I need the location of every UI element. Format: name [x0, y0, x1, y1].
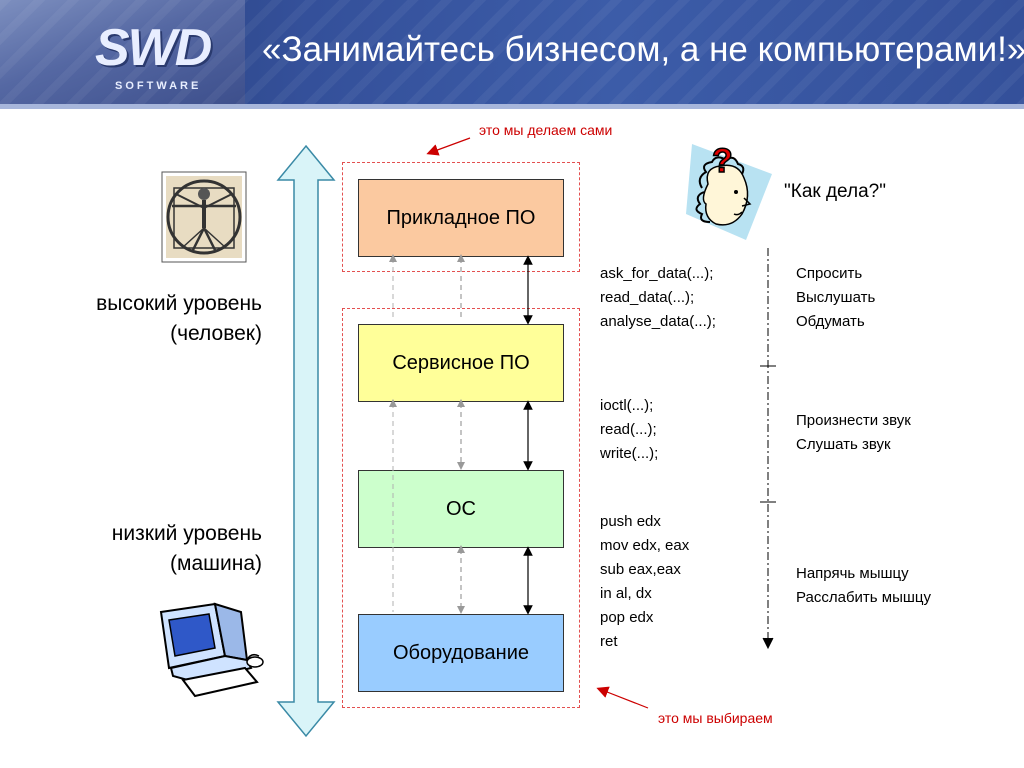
bottom-note: это мы выбираем	[658, 710, 773, 726]
header-texture	[0, 0, 1024, 104]
code-line: mov edx, eax	[600, 537, 690, 554]
layer-label: ОС	[446, 497, 476, 520]
human-block-muscle: Напрячь мышцу Расслабить мышцу	[796, 562, 931, 610]
high-level-subtitle: (человек)	[170, 322, 262, 345]
layer-hardware: Оборудование	[358, 614, 564, 692]
high-level-label: высокий уровень (человек)	[96, 289, 262, 349]
code-line: push edx	[600, 513, 661, 530]
human-block-thinking: Спросить Выслушать Обдумать	[796, 262, 875, 334]
header-bar: SWD SOFTWARE «Занимайтесь бизнесом, а не…	[0, 0, 1024, 104]
human-action: Расслабить мышцу	[796, 589, 931, 606]
logo-panel	[0, 0, 245, 104]
chosen-layers-frame	[342, 308, 580, 708]
code-line: read_data(...);	[600, 289, 695, 306]
timeline-axis	[760, 248, 776, 650]
layer-label: Прикладное ПО	[386, 206, 536, 229]
low-level-label: низкий уровень (машина)	[112, 519, 262, 579]
code-line: ret	[600, 633, 618, 650]
code-line: pop edx	[600, 609, 654, 626]
layer-label: Сервисное ПО	[392, 351, 530, 374]
abstraction-scale-arrow	[276, 144, 336, 738]
code-block-service: ioctl(...); read(...); write(...);	[600, 394, 658, 466]
layer-label: Оборудование	[392, 641, 530, 664]
svg-text:?: ?	[712, 142, 733, 180]
human-action: Слушать звук	[796, 436, 891, 453]
code-line: read(...);	[600, 421, 657, 438]
high-level-title: высокий уровень	[96, 292, 262, 315]
code-block-application: ask_for_data(...); read_data(...); analy…	[600, 262, 716, 334]
header-divider	[0, 104, 1024, 109]
code-line: ask_for_data(...);	[600, 265, 714, 282]
code-block-os: push edx mov edx, eax sub eax,eax in al,…	[600, 510, 689, 654]
bottom-note-arrow	[596, 686, 649, 709]
top-note-arrow	[426, 137, 471, 156]
company-logo: SWD	[95, 19, 212, 77]
code-line: sub eax,eax	[600, 561, 681, 578]
code-line: in al, dx	[600, 585, 652, 602]
question-text: "Как дела?"	[784, 181, 886, 202]
vitruvian-man-icon	[161, 171, 247, 263]
human-action: Произнести звук	[796, 412, 911, 429]
question-head-icon: ?	[686, 141, 772, 240]
layer-application-software: Прикладное ПО	[358, 179, 564, 257]
low-level-title: низкий уровень	[111, 522, 262, 545]
low-level-subtitle: (машина)	[170, 552, 262, 575]
layer-operating-system: ОС	[358, 470, 564, 548]
human-action: Обдумать	[796, 313, 865, 330]
code-line: ioctl(...);	[600, 397, 654, 414]
computer-icon	[159, 602, 264, 698]
human-action: Спросить	[796, 265, 863, 282]
top-note: это мы делаем сами	[479, 122, 613, 138]
human-block-sound: Произнести звук Слушать звук	[796, 409, 911, 457]
slide-title: «Занимайтесь бизнесом, а не компьютерами…	[262, 30, 1024, 69]
code-line: analyse_data(...);	[600, 313, 716, 330]
layer-service-software: Сервисное ПО	[358, 324, 564, 402]
company-logo-subtitle: SOFTWARE	[115, 80, 202, 92]
human-action: Выслушать	[796, 289, 876, 306]
code-line: write(...);	[600, 445, 659, 462]
human-action: Напрячь мышцу	[796, 565, 909, 582]
